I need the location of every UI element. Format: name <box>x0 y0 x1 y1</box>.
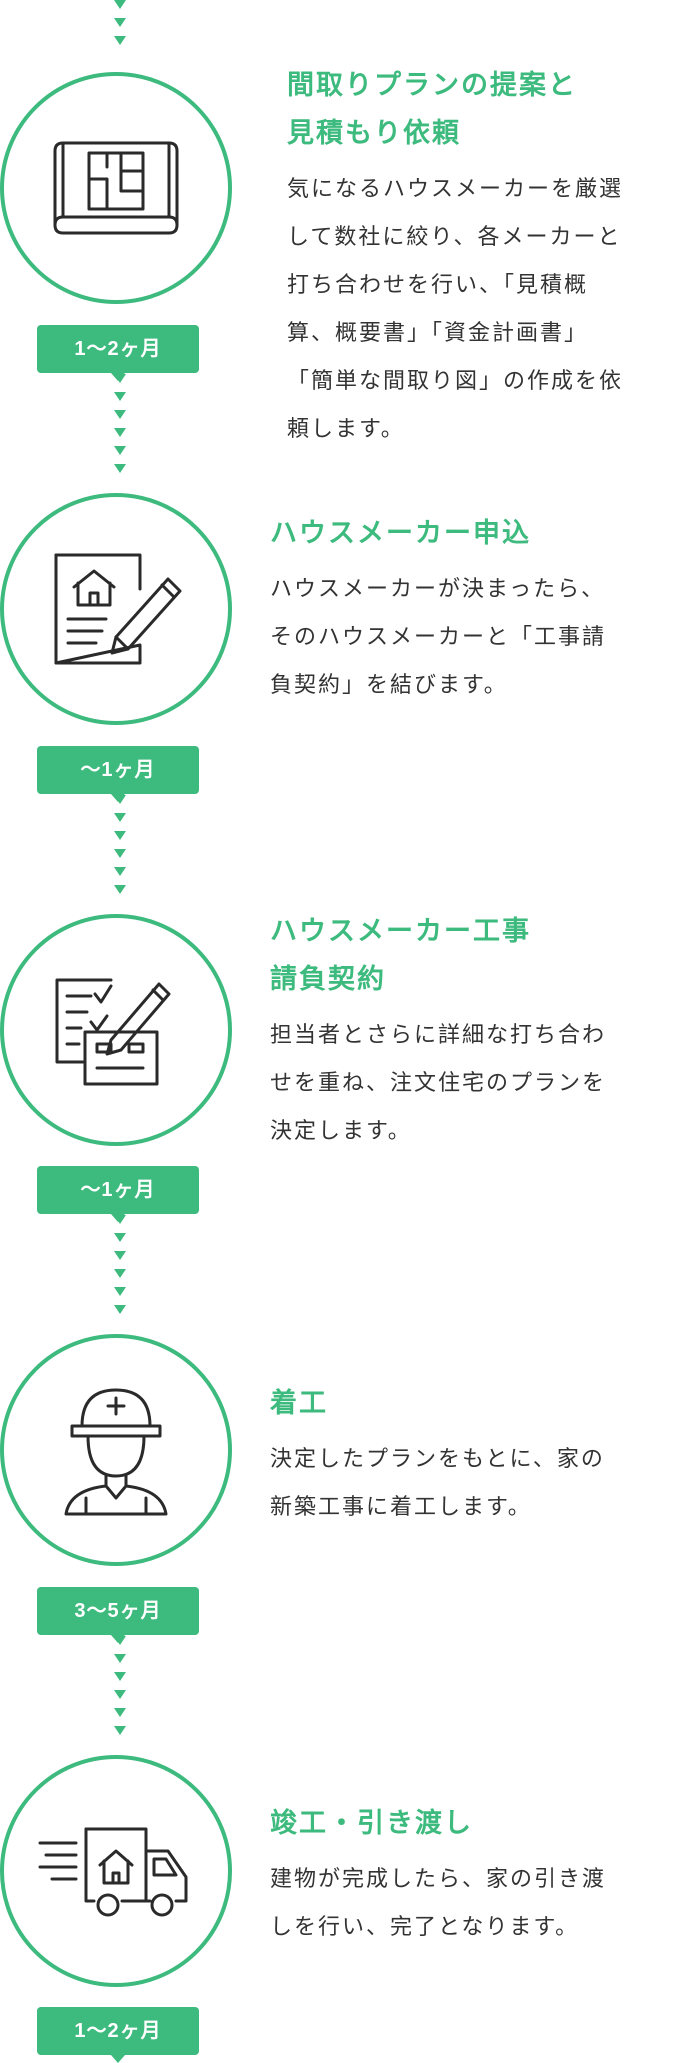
connector-arrows <box>110 0 130 54</box>
step-description: 建物が完成したら、家の引き渡しを行い、完了となります。 <box>270 1867 607 1940</box>
step-text: 間取りプランの提案と見積もり依頼 気になるハウスメーカーを厳選して数社に絞り、各… <box>287 62 687 454</box>
duration-badge: 〜1ヶ月 <box>37 746 199 802</box>
connector-arrows <box>110 795 130 903</box>
step-description: 気になるハウスメーカーを厳選して数社に絞り、各メーカーと打ち合わせを行い、「見積… <box>287 177 624 442</box>
step-text: ハウスメーカー申込 ハウスメーカーが決まったら、そのハウスメーカーと「工事請負契… <box>270 510 690 710</box>
step-icon-circle <box>0 493 232 725</box>
checklist-card-pen-icon <box>55 978 171 1086</box>
step-text: ハウスメーカー工事請負契約 担当者とさらに詳細な打ち合わせを重ね、注文住宅のプラ… <box>270 908 690 1156</box>
duration-badge: 1〜2ヶ月 <box>37 2007 199 2063</box>
connector-arrows <box>110 1636 130 1744</box>
step-title: ハウスメーカー申込 <box>270 518 531 549</box>
connector-arrows <box>110 374 130 482</box>
step-title: 間取りプランの提案と見積もり依頼 <box>287 70 577 149</box>
house-contract-pen-icon <box>54 553 182 665</box>
construction-worker-icon <box>64 1388 168 1516</box>
step-title: ハウスメーカー工事請負契約 <box>270 916 531 995</box>
duration-badge: 1〜2ヶ月 <box>37 325 199 381</box>
duration-badge: 3〜5ヶ月 <box>37 1587 199 1643</box>
step-text: 竣工・引き渡し 建物が完成したら、家の引き渡しを行い、完了となります。 <box>270 1800 690 1952</box>
step-description: 担当者とさらに詳細な打ち合わせを重ね、注文住宅のプランを決定します。 <box>270 1023 607 1144</box>
step-text: 着工 決定したプランをもとに、家の新築工事に着工します。 <box>270 1380 690 1532</box>
step-title: 着工 <box>270 1388 328 1419</box>
step-icon-circle <box>0 914 232 1146</box>
step-title: 竣工・引き渡し <box>270 1808 473 1839</box>
step-description: ハウスメーカーが決まったら、そのハウスメーカーと「工事請負契約」を結びます。 <box>270 577 607 698</box>
moving-truck-icon <box>38 1827 188 1917</box>
floor-plan-icon <box>53 141 179 235</box>
duration-badge: 〜1ヶ月 <box>37 1166 199 1222</box>
step-icon-circle <box>0 1334 232 1566</box>
connector-arrows <box>110 1215 130 1323</box>
step-icon-circle <box>0 1755 232 1987</box>
step-description: 決定したプランをもとに、家の新築工事に着工します。 <box>270 1447 605 1520</box>
step-icon-circle <box>0 72 232 304</box>
